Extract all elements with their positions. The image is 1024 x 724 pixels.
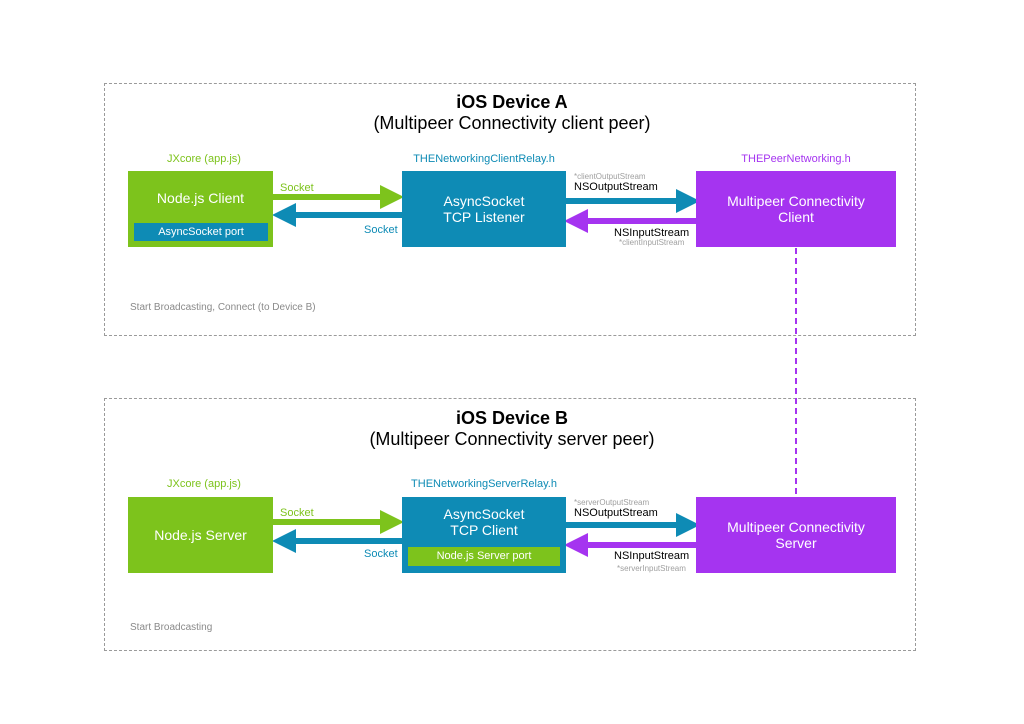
node-js-server-port: Node.js Server port: [408, 547, 560, 566]
device-a-title-block: iOS Device A (Multipeer Connectivity cli…: [0, 92, 1024, 134]
b-output-stream-label: NSOutputStream: [574, 507, 658, 519]
a-col-left-label: JXcore (app.js): [167, 153, 241, 165]
device-b-panel: [104, 398, 916, 651]
b-input-stream-label: NSInputStream: [614, 550, 690, 562]
tcp-client-line1: AsyncSocket: [443, 506, 525, 522]
mc-client-line2: Client: [778, 209, 814, 225]
a-input-stream-label: NSInputStream: [614, 227, 690, 239]
device-a-panel: [104, 83, 916, 336]
mc-client-line1: Multipeer Connectivity: [727, 193, 865, 209]
mc-client-box: Multipeer Connectivity Client: [696, 171, 896, 247]
a-socket-in-label: Socket: [364, 224, 398, 236]
b-status-text: Start Broadcasting: [130, 622, 213, 633]
tcp-listener-line1: AsyncSocket: [443, 193, 525, 209]
a-input-var: *clientInputStream: [619, 238, 685, 247]
node-js-server-box: Node.js Server: [128, 497, 273, 573]
b-col-left-label: JXcore (app.js): [167, 478, 241, 490]
a-socket-out-label: Socket: [280, 182, 314, 194]
device-b-title: iOS Device B: [455, 408, 569, 428]
a-status-text: Start Broadcasting, Connect (to Device B…: [130, 302, 316, 313]
node-js-client-label: Node.js Client: [156, 190, 245, 206]
tcp-listener-line2: TCP Listener: [443, 209, 525, 225]
b-output-var: *serverOutputStream: [574, 498, 650, 507]
b-socket-out-label: Socket: [280, 507, 314, 519]
device-a-title: iOS Device A: [456, 92, 568, 112]
a-output-stream-label: NSOutputStream: [574, 181, 658, 193]
device-a-subtitle: (Multipeer Connectivity client peer): [373, 113, 651, 133]
tcp-client-line2: TCP Client: [450, 522, 518, 538]
device-b-title-block: iOS Device B (Multipeer Connectivity ser…: [0, 408, 1024, 450]
mc-server-box: Multipeer Connectivity Server: [696, 497, 896, 573]
node-js-server-label: Node.js Server: [154, 527, 247, 543]
b-col-mid-label: THENetworkingServerRelay.h: [411, 478, 557, 490]
async-socket-port: AsyncSocket port: [134, 223, 268, 241]
b-input-var: *serverInputStream: [617, 564, 686, 573]
mc-server-line2: Server: [775, 535, 817, 551]
b-socket-in-label: Socket: [364, 548, 398, 560]
a-output-var: *clientOutputStream: [574, 172, 646, 181]
a-col-mid-label: THENetworkingClientRelay.h: [413, 153, 555, 165]
device-b-subtitle: (Multipeer Connectivity server peer): [369, 429, 655, 449]
tcp-listener-box: AsyncSocket TCP Listener: [402, 171, 566, 247]
mc-server-line1: Multipeer Connectivity: [727, 519, 865, 535]
a-col-right-label: THEPeerNetworking.h: [741, 153, 851, 165]
